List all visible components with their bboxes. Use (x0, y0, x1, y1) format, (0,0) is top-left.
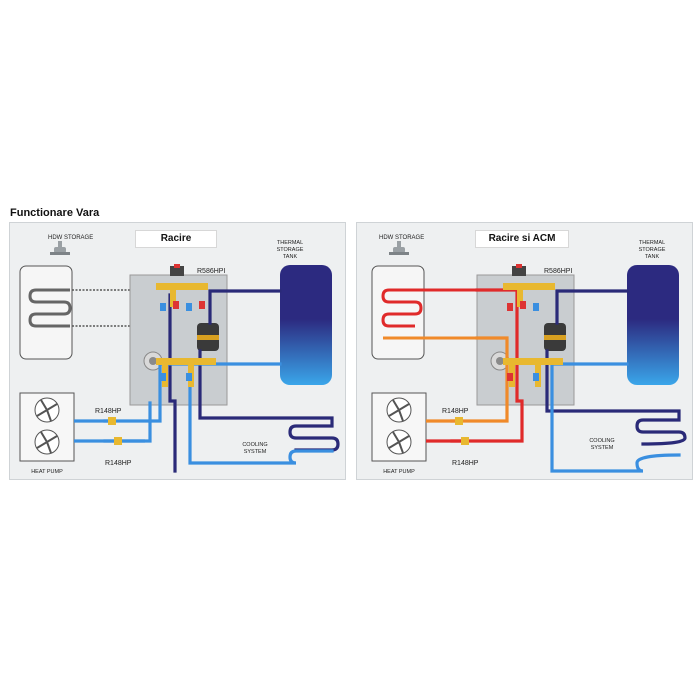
r148hp-valve (108, 417, 116, 425)
actuator (170, 266, 184, 276)
fan-icon (34, 429, 60, 455)
thermal-tank-label-2: STORAGE (639, 247, 666, 253)
heat-pump-pipes (74, 419, 145, 443)
valve-model-label: R586HPI (544, 268, 572, 275)
r148hp-label-bottom: R148HP (105, 460, 132, 467)
thermal-tank-label-3: TANK (283, 254, 298, 260)
mode-title: Racire si ACM (475, 230, 569, 248)
valve-model-label: R586HPI (197, 268, 225, 275)
fan-icon (34, 397, 60, 423)
cooling-system-label-1: COOLING (589, 438, 614, 444)
actuator (512, 266, 526, 276)
page-title: Functionare Vara (10, 207, 100, 219)
r148hp-label-top: R148HP (95, 408, 122, 415)
return-pipes (545, 289, 687, 446)
r148hp-label-top: R148HP (442, 408, 469, 415)
fan-icon (386, 397, 412, 423)
valve-knobs (173, 301, 205, 309)
cooling-system-label-2: SYSTEM (244, 449, 267, 455)
cooling-system-label-2: SYSTEM (591, 445, 614, 451)
hdw-coil-hot (381, 288, 477, 328)
tap-icon (50, 241, 70, 255)
pump-icon (197, 323, 219, 351)
pump-icon (544, 323, 566, 351)
fan-icon (386, 429, 412, 455)
r148hp-valve (461, 437, 469, 445)
r148hp-label-bottom: R148HP (452, 460, 479, 467)
tap-icon (389, 241, 409, 255)
thermal-tank-label-3: TANK (645, 254, 660, 260)
r148hp-valve (455, 417, 463, 425)
valve-knobs (533, 303, 539, 381)
hdw-coil (28, 288, 72, 328)
hydraulic-diagram: HDW STORAGE THERMAL STORAGE TANK R586HPI (19, 235, 340, 475)
thermal-tank-label-2: STORAGE (277, 247, 304, 253)
heat-pump-pipes (426, 419, 467, 443)
diagram-panel-racire: Racire HDW STORAGE THERMAL STORAGE TANK … (9, 222, 346, 480)
hydraulic-diagram: HDW STORAGE THERMAL STORAGE TANK R586HPI (371, 235, 687, 475)
hdw-storage-label: HDW STORAGE (48, 235, 93, 241)
cooling-system-label-1: COOLING (242, 442, 267, 448)
heat-pump-label: HEAT PUMP (31, 469, 63, 475)
thermal-tank-label-1: THERMAL (639, 240, 665, 246)
thermal-storage-tank (280, 265, 332, 385)
valve-knobs (160, 303, 192, 381)
supply-pipes (550, 362, 681, 473)
mode-title: Racire (135, 230, 217, 248)
valve-knobs (507, 301, 526, 381)
thermal-tank-label-1: THERMAL (277, 240, 303, 246)
thermal-storage-tank (627, 265, 679, 385)
hdw-storage-label: HDW STORAGE (379, 235, 424, 241)
return-pipes (168, 289, 340, 473)
r148hp-valve (114, 437, 122, 445)
heat-pump-label: HEAT PUMP (383, 469, 415, 475)
diagram-panel-racire-si-acm: Racire si ACM HDW STORAGE THERMAL STORAG… (356, 222, 693, 480)
